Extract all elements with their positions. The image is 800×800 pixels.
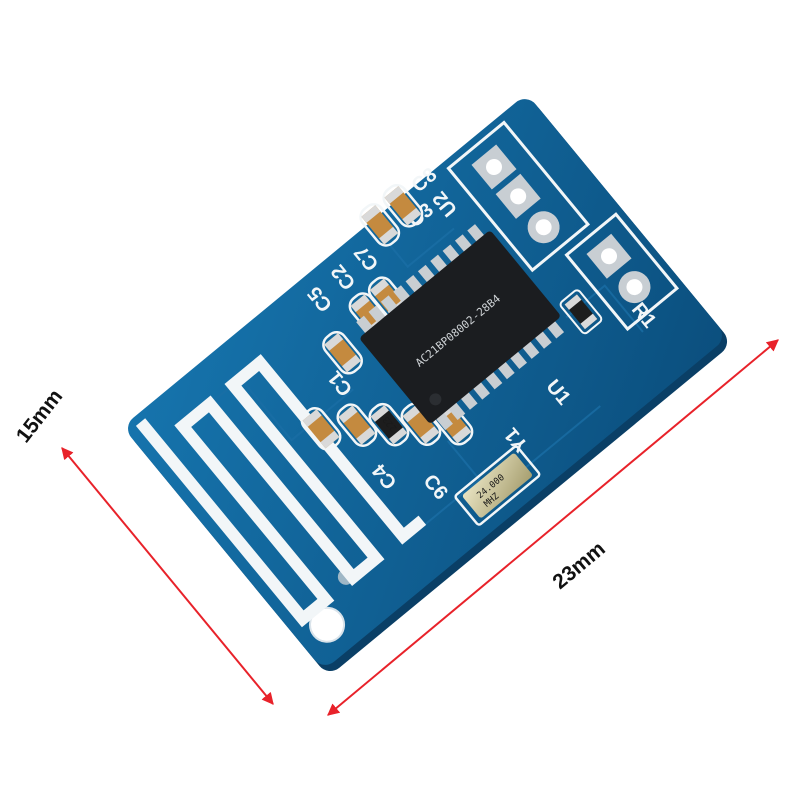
pcb-board: C5 C2 C7 C3 C8 U2 C1 C4 C6 U1 Y1 R1	[128, 99, 728, 672]
width-dimension-arrow	[327, 339, 779, 716]
pad-2	[495, 173, 541, 219]
ic-body	[360, 231, 560, 423]
height-dimension-label: 15mm	[12, 385, 67, 447]
ic-chip-u1: AC21BP08002-28B4	[356, 224, 565, 431]
capacitor-c3	[359, 203, 401, 247]
pad-1	[471, 144, 517, 190]
power-pad-1	[586, 233, 632, 279]
resistor-r1	[559, 289, 603, 335]
crystal-y1: 24.000 MHZ	[454, 445, 541, 526]
capacitor-c1	[300, 407, 342, 451]
connector-power	[564, 212, 680, 332]
capacitor-c5	[322, 330, 363, 375]
height-dimension-arrow	[61, 447, 274, 705]
pad-3	[527, 211, 560, 244]
capacitor-c-mid	[336, 403, 378, 447]
ic-pin1-dot	[429, 393, 442, 406]
capacitor-c8	[382, 184, 424, 228]
resistor-223: 223	[368, 402, 410, 447]
connector-u2	[446, 120, 591, 273]
power-pad-2	[618, 271, 651, 304]
width-dimension-label: 23mm	[548, 537, 609, 594]
